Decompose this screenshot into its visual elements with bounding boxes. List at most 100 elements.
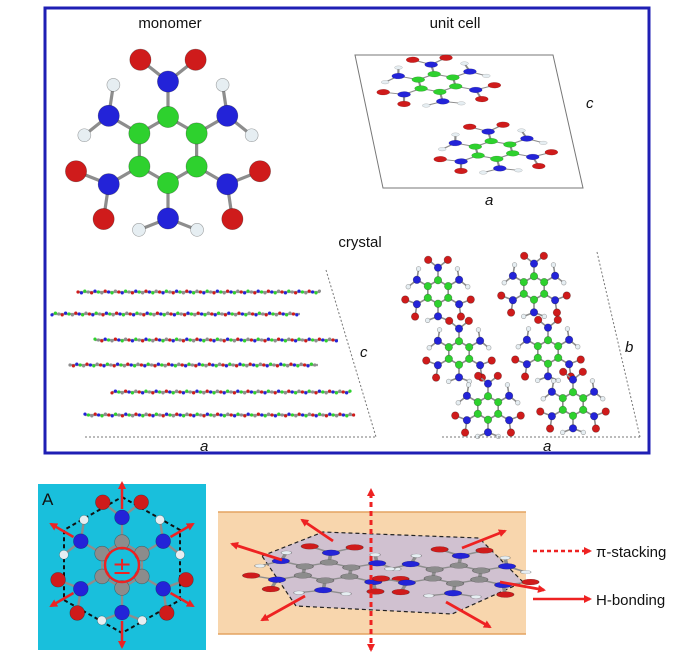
nitrogen-atom [462,416,471,425]
layer-atom [280,413,284,417]
nitrogen-atom [455,275,464,284]
carbon-atom [128,122,151,145]
edge-molecule [376,54,502,108]
layer-atom [278,311,282,315]
layer-atom [215,337,219,341]
layer-atom [113,337,117,341]
carbon-atom [157,106,179,128]
nitrogen-atom [216,104,239,127]
layer-atom [193,313,197,317]
hydrogen-atom [451,132,460,137]
hydrogen-atom [455,400,461,406]
nitrogen-atom [590,387,599,396]
layer-atom [303,363,307,367]
oxygen-atom [553,315,562,324]
layer-atom [256,389,260,393]
layer-atom [60,313,64,317]
layer-atom [258,362,262,366]
nitrogen-atom [314,587,333,594]
layer-atom [263,414,267,418]
layer-atom [175,337,179,341]
layer-atom [253,339,257,343]
layer-atom [265,364,269,368]
h-bonding-arrow [461,529,507,550]
carbon-atom [529,272,539,281]
nitrogen-atom [590,412,599,421]
layer-atom [255,364,259,368]
layer-atom [170,363,174,367]
layer-atom [127,390,131,394]
layer-atom [134,337,138,341]
hydrogen-atom [515,344,521,350]
nitrogen-atom [481,128,495,135]
layer-atom [338,412,342,416]
carbon-atom [473,398,482,407]
layer-atom [192,339,196,343]
layer-atom [218,362,222,366]
layer-atom [341,413,345,417]
layer-atom [287,412,291,416]
layer-atom [240,312,244,316]
layer-atom [287,389,291,393]
layer-atom [288,311,292,315]
layer-atom [151,391,155,395]
layer-atom [229,290,233,294]
carbon-atom [425,566,444,573]
nitrogen-atom [476,336,485,345]
layer-atom [271,312,275,316]
carbon-atom [483,415,493,424]
layer-atom [150,363,154,367]
charge-circle [103,546,141,584]
nitrogen-atom [543,323,553,332]
layer-atom [212,339,216,343]
layer-atom [177,362,181,366]
layer-atom [282,363,286,367]
oxygen-atom [536,407,545,416]
layer-atom [93,412,97,416]
nitrogen-atom [529,259,539,268]
layer-atom [289,362,293,366]
layer-atom [147,290,151,294]
layer-atom [156,362,160,366]
carbon-atom [293,572,312,579]
layer-atom [169,312,173,316]
layer-atom [186,311,190,315]
nitrogen-atom [568,375,578,384]
monomer-label: monomer [138,15,201,32]
layer-atom [313,363,317,367]
layer-atom [195,412,199,416]
carbon-atom [128,155,151,178]
carbon-atom [494,398,503,407]
layer-atom [238,362,242,366]
layer-atom [154,389,158,393]
crystal-side-c-edge [325,269,377,438]
layer-atom [324,339,328,343]
layer-atom [334,339,338,343]
layer-atom [215,289,219,293]
layer-atom [201,363,205,367]
layer-atom [168,390,172,394]
layer-atom [277,389,281,393]
layer-atom [328,389,332,393]
oxygen-atom [544,149,559,156]
oxygen-atom [159,605,175,621]
layer-atom [90,414,94,418]
layer-atom [254,313,258,317]
layer-atom [283,291,287,295]
oxygen-atom [497,291,506,300]
layer-atom [110,391,114,395]
hydrogen-atom [381,80,390,85]
layer-atom [119,363,123,367]
layer-atom [264,313,268,317]
layer-atom [219,390,223,394]
layer-atom [190,363,194,367]
nitrogen-atom [529,308,539,317]
layer-atom [192,391,196,395]
layer-atom [117,290,121,294]
layer-atom [300,338,304,342]
nitrogen-atom [543,372,553,381]
nitrogen-atom [321,549,341,556]
layer-atom [275,364,279,368]
layer-atom [141,339,145,343]
layer-atom [245,364,249,368]
